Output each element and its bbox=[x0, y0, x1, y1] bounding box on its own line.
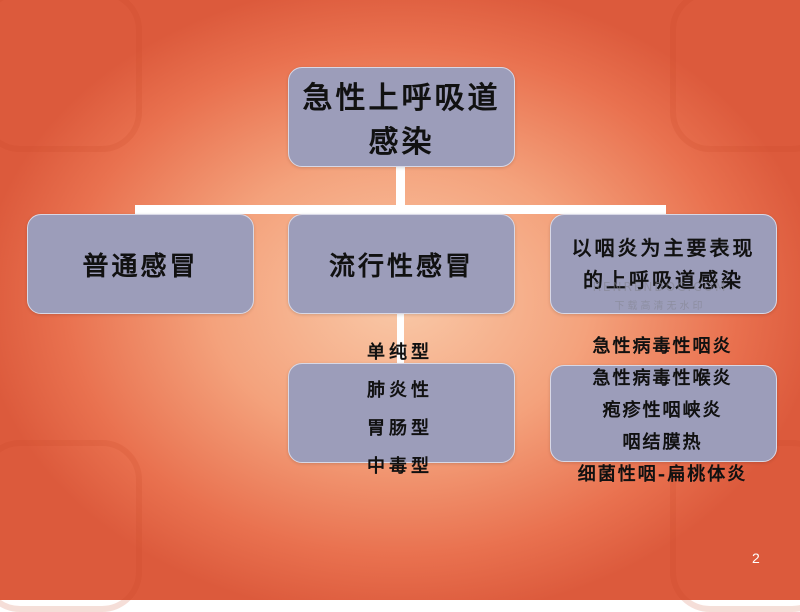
list-item: 肺炎性 bbox=[367, 380, 433, 401]
node-pharyngitis-infection: 以咽炎为主要表现 的上呼吸道感染 bbox=[550, 214, 777, 314]
list-item: 细菌性咽-扁桃体炎 bbox=[577, 464, 748, 485]
list-item: 单纯型 bbox=[367, 342, 433, 363]
node-common-cold-label: 普通感冒 bbox=[82, 251, 199, 282]
node-influenza-types-box bbox=[288, 363, 515, 463]
list-item: 急性病毒性喉炎 bbox=[592, 368, 733, 389]
connector-right-down bbox=[657, 205, 666, 215]
list-item: 胃肠型 bbox=[367, 418, 433, 439]
connector-left-down bbox=[135, 205, 144, 215]
watermark-line1: RENRENDOC.COM bbox=[592, 280, 728, 294]
list-item: 咽结膜热 bbox=[622, 432, 703, 453]
list-item: 急性病毒性咽炎 bbox=[592, 336, 733, 357]
node-pharyngitis-label-line2: 的上呼吸道感染 bbox=[583, 268, 744, 292]
connector-flu-sub bbox=[397, 312, 404, 364]
root-node-label: 急性上呼吸道感染 bbox=[302, 81, 501, 160]
root-node: 急性上呼吸道感染 bbox=[288, 67, 515, 167]
watermark: RENRENDOC.COM 下载高清无水印 bbox=[560, 280, 760, 312]
list-item: 中毒型 bbox=[367, 456, 433, 477]
page-number: 2 bbox=[752, 550, 760, 566]
node-common-cold: 普通感冒 bbox=[27, 214, 254, 314]
connector-horizontal bbox=[135, 205, 666, 214]
decorative-seal-top-right bbox=[670, 0, 800, 152]
influenza-type-list: 单纯型 肺炎性 胃肠型 中毒型 bbox=[330, 334, 470, 486]
decorative-seal-top-left bbox=[0, 0, 142, 152]
watermark-line2: 下载高清无水印 bbox=[614, 301, 706, 312]
node-influenza: 流行性感冒 bbox=[288, 214, 515, 314]
node-pharyngitis-label-line1: 以咽炎为主要表现 bbox=[571, 236, 756, 260]
node-influenza-label: 流行性感冒 bbox=[328, 251, 474, 282]
connector-root-down bbox=[396, 165, 405, 214]
node-pharyngitis-types-box bbox=[550, 365, 777, 462]
list-item: 疱疹性咽峡炎 bbox=[602, 400, 723, 421]
decorative-seal-bottom-left bbox=[0, 440, 142, 612]
pharyngitis-type-list: 急性病毒性咽炎 急性病毒性喉炎 疱疹性咽峡炎 咽结膜热 细菌性咽-扁桃体炎 bbox=[545, 331, 780, 491]
